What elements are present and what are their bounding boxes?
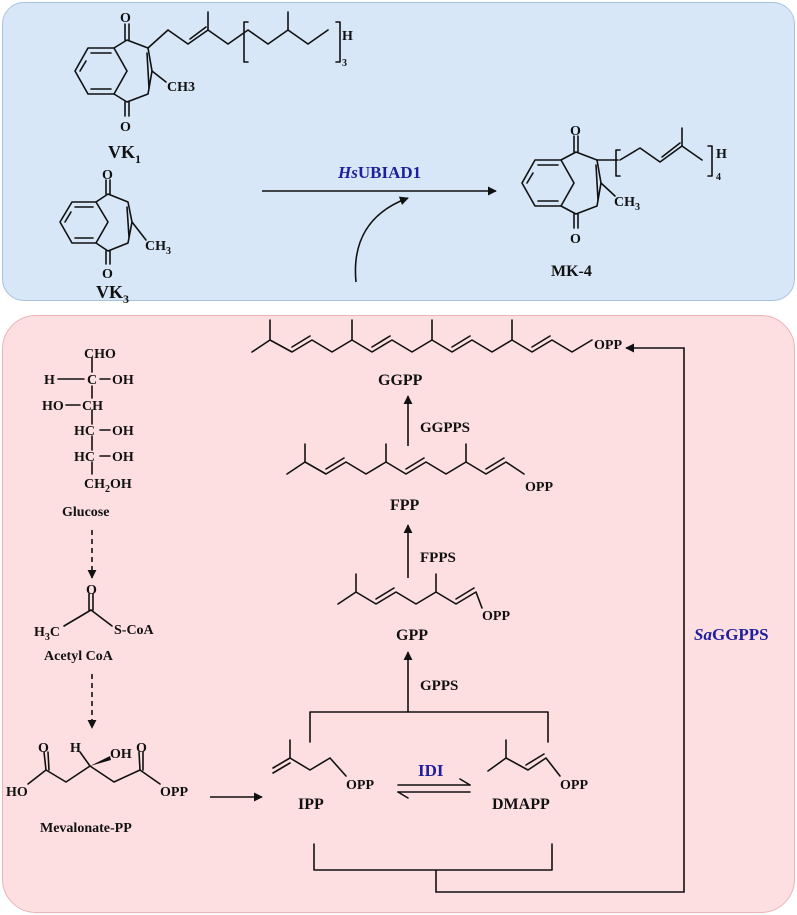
saggpps-join-bracket [313,843,553,871]
svg-text:OH: OH [110,747,132,762]
vk3-methyl-label: CH3 [145,239,171,257]
vk1-repeat-count: 3 [342,58,347,69]
mk4-repeat-count: 4 [716,172,721,183]
svg-text:OH: OH [112,373,134,388]
svg-text:H: H [44,373,55,388]
hsubiad1-label: HsUBIAD1 [337,163,421,182]
svg-text:O: O [86,583,97,598]
svg-text:OH: OH [112,424,134,439]
mk4-end-group: H [716,147,727,162]
svg-text:H: H [70,741,81,756]
svg-text:O: O [120,11,131,26]
mevalonate-pp-structure [27,751,161,785]
mk4-label: MK-4 [551,263,592,280]
svg-text:HC: HC [74,424,95,439]
ggpp-label: GGPP [378,372,423,389]
glucose-structure [57,357,111,475]
mevalonate-ho: HO [6,785,28,800]
fpp-opp: OPP [525,480,553,495]
svg-text:O: O [102,168,113,183]
mk4-structure [521,127,713,229]
gpp-structure [337,573,483,609]
idi-label: IDI [418,761,444,780]
vk1-structure [74,11,341,117]
dmapp-structure [487,739,561,777]
fpp-structure [286,443,525,475]
svg-text:O: O [120,120,131,135]
mevalonate-pp-label: Mevalonate-PP [40,821,132,836]
saggpps-label: SaGGPPS [694,625,769,644]
svg-text:O: O [136,741,147,756]
vitamin-k-conversion-panel [2,2,795,301]
gpp-opp: OPP [482,609,510,624]
dmapp-label: DMAPP [492,796,550,813]
ipp-structure [272,739,347,777]
svg-text:O: O [38,741,49,756]
dmapp-opp: OPP [560,778,588,793]
gpps-label: GPPS [420,678,458,694]
acetyl-scoa: S-CoA [114,623,155,638]
ggpps-label: GGPPS [420,420,470,436]
glucose-label: Glucose [62,505,109,520]
vk1-label: VK1 [108,142,141,166]
svg-text:CH: CH [82,399,103,414]
acetyl-coa-structure [63,593,113,627]
svg-text:O: O [570,124,581,139]
ggpp-opp: OPP [594,338,622,353]
acetyl-h3c: H3C [34,625,60,643]
svg-text:O: O [570,232,581,247]
ggpp-biosynthesis-panel [2,315,795,913]
ggpp-input-curved-arrow [354,196,409,283]
svg-text:OH: OH [112,450,134,465]
vk1-methyl-label: CH3 [167,80,195,95]
vk3-structure [59,179,147,265]
gpps-join-bracket [309,711,549,743]
glucose-cho: CHO [84,347,116,362]
vk3-label: VK3 [96,282,129,306]
acetyl-coa-label: Acetyl CoA [44,649,114,664]
svg-text:C: C [87,373,97,388]
svg-text:HO: HO [42,399,64,414]
ipp-opp: OPP [346,778,374,793]
fpp-label: FPP [390,497,420,514]
fpps-label: FPPS [420,550,456,566]
idi-equilibrium-arrows [397,778,471,799]
gpp-label: GPP [396,627,428,644]
saggpps-arrow [435,343,685,893]
ggpp-structure [251,319,593,353]
mevalonate-opp: OPP [160,785,188,800]
vk1-end-group: H [342,29,353,44]
mk4-methyl-label: CH3 [614,195,640,213]
svg-text:HC: HC [74,450,95,465]
ipp-label: IPP [298,796,324,813]
svg-text:O: O [102,267,113,282]
glucose-ch2oh: CH2OH [84,477,132,495]
